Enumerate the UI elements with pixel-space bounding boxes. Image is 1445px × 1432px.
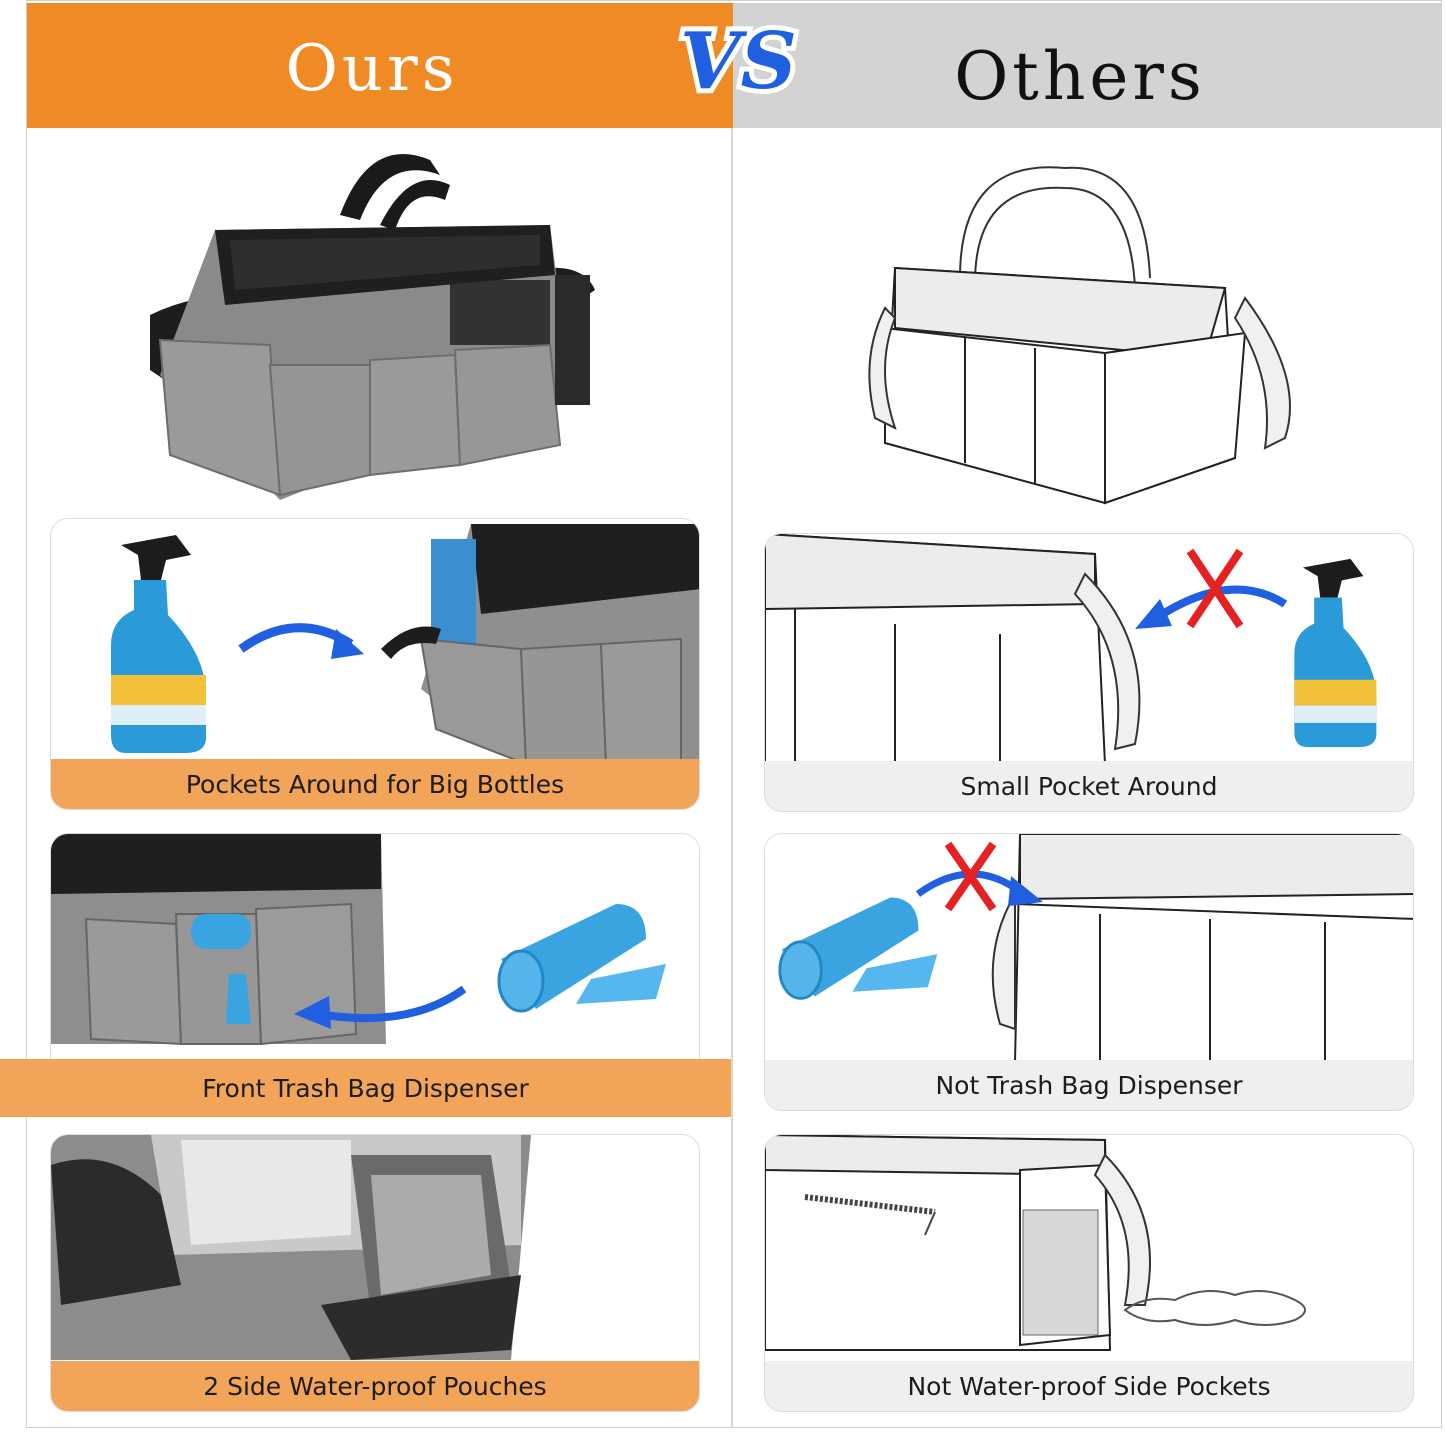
- cross-icon: [1186, 548, 1244, 629]
- ours-card-big-bottles: Pockets Around for Big Bottles: [50, 518, 700, 810]
- ours-caption-3: 2 Side Water-proof Pouches: [51, 1361, 699, 1411]
- others-main-bag-sketch: [868, 166, 1291, 505]
- others-title: Others: [954, 38, 1206, 115]
- not-waterproof-bag-sketch: [765, 1135, 1306, 1351]
- spray-bottle-icon: [1294, 558, 1377, 748]
- no-dispenser-bag-sketch: [991, 834, 1413, 1063]
- waterproof-pouches-image: [51, 1135, 531, 1360]
- comparison-frame: [26, 0, 1442, 1428]
- others-caption-3: Not Water-proof Side Pockets: [765, 1361, 1413, 1411]
- arrow-icon: [238, 623, 364, 659]
- vs-logo: VS VS: [675, 11, 802, 112]
- bag-front-dispenser-image: [51, 834, 386, 1046]
- ours-title: Ours: [285, 32, 459, 106]
- column-divider: [731, 128, 733, 1428]
- others-card-no-dispenser: Not Trash Bag Dispenser: [764, 833, 1414, 1111]
- others-header: [733, 3, 1442, 128]
- svg-text:VS: VS: [680, 16, 797, 107]
- ours-header: [27, 3, 733, 128]
- ours-caption-2: Front Trash Bag Dispenser: [0, 1059, 731, 1117]
- trash-bag-roll-icon: [497, 904, 666, 1013]
- spray-bottle-icon: [111, 535, 206, 753]
- others-card-not-waterproof: Not Water-proof Side Pockets: [764, 1134, 1414, 1412]
- ours-caption-1: Pockets Around for Big Bottles: [51, 759, 699, 809]
- bag-with-bottles-image: [381, 524, 699, 766]
- cross-icon: [944, 841, 997, 912]
- arrow-icon: [1135, 585, 1288, 629]
- arrow-icon: [294, 985, 467, 1029]
- ours-card-waterproof-pouches: 2 Side Water-proof Pouches: [50, 1134, 700, 1412]
- others-caption-2: Not Trash Bag Dispenser: [765, 1060, 1413, 1110]
- trash-bag-roll-icon: [778, 897, 938, 1000]
- small-pocket-bag-sketch: [765, 534, 1141, 765]
- others-caption-1: Small Pocket Around: [765, 761, 1413, 811]
- svg-text:VS: VS: [680, 16, 797, 107]
- others-card-small-pocket: Small Pocket Around: [764, 533, 1414, 812]
- ours-main-bag-image: [150, 154, 595, 500]
